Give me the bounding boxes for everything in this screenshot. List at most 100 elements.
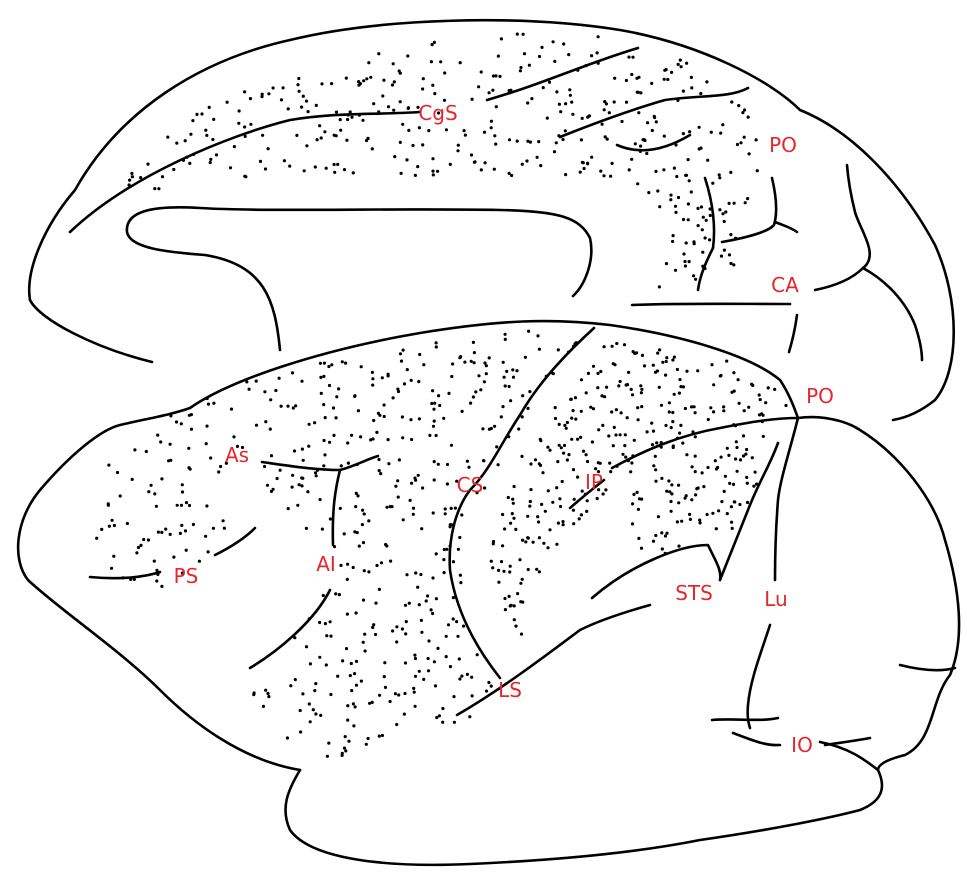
stipple-dot — [412, 513, 415, 516]
stipple-dot — [431, 43, 434, 46]
stipple-dot — [469, 402, 472, 405]
stipple-dot — [490, 126, 493, 129]
stipple-dot — [302, 95, 305, 98]
stipple-dot — [100, 528, 103, 531]
stipple-dot — [513, 485, 516, 488]
stipple-dot — [511, 498, 514, 501]
stipple-dot — [427, 657, 430, 660]
stipple-dot — [298, 90, 301, 93]
stipple-dot — [671, 358, 674, 361]
stipple-dot — [208, 106, 211, 109]
stipple-dot — [580, 410, 583, 413]
stipple-dot — [145, 450, 148, 453]
stipple-dot — [420, 619, 423, 622]
stipple-dot — [602, 174, 605, 177]
stipple-dot — [629, 470, 632, 473]
stipple-dot — [631, 56, 634, 59]
stipple-dot — [690, 190, 693, 193]
stipple-dot — [705, 219, 708, 222]
stipple-dot — [717, 509, 720, 512]
stipple-dot — [490, 685, 493, 688]
stipple-dot — [179, 532, 182, 535]
stipple-dot — [759, 398, 762, 401]
stipple-dot — [689, 518, 692, 521]
stipple-dot — [430, 60, 433, 63]
stipple-dot — [631, 454, 634, 457]
stipple-dot — [205, 425, 208, 428]
stipple-dot — [539, 164, 542, 167]
stipple-dot — [455, 620, 458, 623]
stipple-dot — [563, 424, 566, 427]
stipple-dot — [259, 160, 262, 163]
stipple-dot — [530, 97, 533, 100]
stipple-dot — [461, 410, 464, 413]
stipple-dot — [677, 484, 680, 487]
stipple-dot — [435, 345, 438, 348]
stipple-dot — [332, 406, 335, 409]
ca-stub — [789, 315, 797, 352]
stipple-dot — [557, 134, 560, 137]
stipple-dot — [679, 424, 682, 427]
stipple-dot — [541, 471, 544, 474]
stipple-dot — [128, 179, 131, 182]
stipple-dot — [724, 210, 727, 213]
stipple-dot — [264, 689, 267, 692]
stipple-dot — [690, 86, 693, 89]
stipple-dot — [325, 634, 328, 637]
stipple-dot — [195, 113, 198, 116]
stipple-dot — [394, 692, 397, 695]
stipple-dot — [613, 363, 616, 366]
stipple-dot — [714, 459, 717, 462]
stipple-dot — [601, 123, 604, 126]
stipple-dot — [160, 531, 163, 534]
stipple-dot — [735, 446, 738, 449]
central-sulcus — [450, 328, 594, 678]
medial-sulci — [70, 48, 922, 360]
stipple-dot — [249, 123, 252, 126]
stipple-dot — [665, 262, 668, 265]
stipple-dot — [546, 117, 549, 120]
stipple-dot — [624, 433, 627, 436]
stipple-dot — [421, 486, 424, 489]
stipple-dot — [623, 343, 626, 346]
stipple-dot — [204, 535, 207, 538]
stipple-dot — [432, 425, 435, 428]
stipple-dot — [155, 579, 158, 582]
stipple-dot — [349, 674, 352, 677]
stipple-dot — [599, 170, 602, 173]
stipple-dot — [589, 406, 592, 409]
stipple-dot — [678, 432, 681, 435]
stipple-dot — [262, 705, 265, 708]
stipple-dot — [296, 504, 299, 507]
stipple-dot — [596, 51, 599, 54]
stipple-dot — [559, 110, 562, 113]
stipple-dot — [737, 378, 740, 381]
stipple-dot — [746, 482, 749, 485]
stipple-dot — [198, 560, 201, 563]
stipple-dot — [660, 531, 663, 534]
stipple-dot — [276, 477, 279, 480]
stipple-dot — [456, 635, 459, 638]
stipple-dot — [746, 501, 749, 504]
stipple-dot — [732, 263, 735, 266]
stipple-dot — [694, 455, 697, 458]
stipple-dot — [393, 80, 396, 83]
stipple-dot — [322, 594, 325, 597]
stipple-dot — [729, 262, 732, 265]
stipple-dot — [515, 369, 518, 372]
stipple-dot — [307, 445, 310, 448]
stipple-dot — [691, 465, 694, 468]
stipple-dot — [545, 375, 548, 378]
po-branch — [775, 222, 797, 232]
stipple-dot — [416, 586, 419, 589]
stipple-dot — [582, 450, 585, 453]
stipple-dot — [176, 504, 179, 507]
stipple-dot — [300, 106, 303, 109]
stipple-dot — [751, 456, 754, 459]
stipple-dot — [761, 420, 764, 423]
stipple-dot — [458, 677, 461, 680]
stipple-dot — [626, 383, 629, 386]
stipple-dot — [692, 274, 695, 277]
stipple-dot — [434, 684, 437, 687]
stipple-dot — [357, 80, 360, 83]
